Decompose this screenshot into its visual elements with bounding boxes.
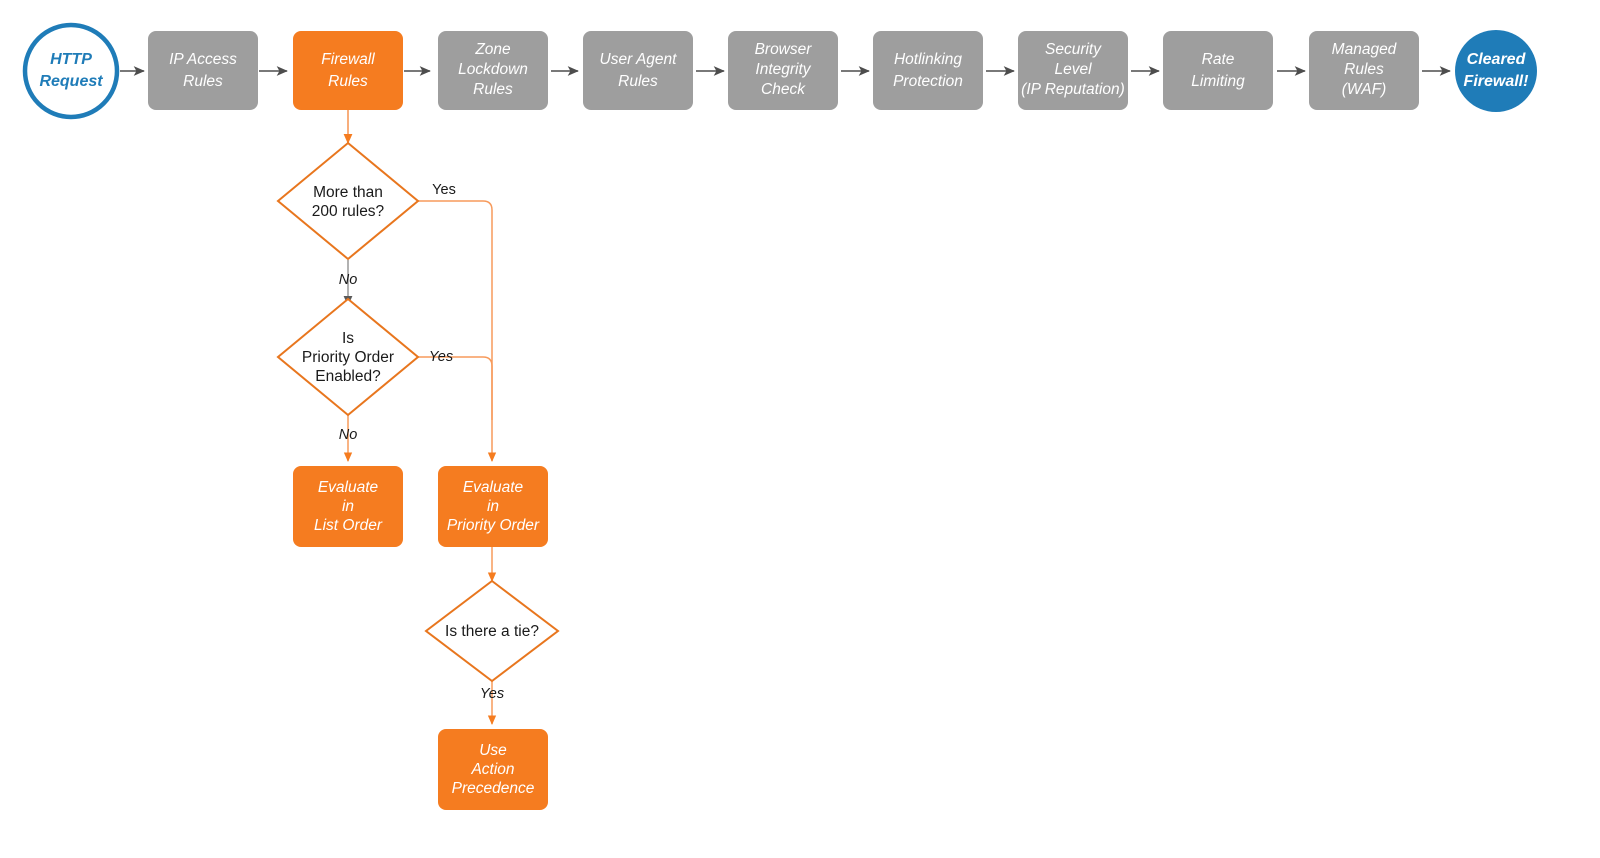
decision-is-there-a-tie[interactable]: Is there a tie? bbox=[424, 579, 560, 683]
is-priority-order-enabled-diamond bbox=[276, 297, 420, 417]
http-request-label-line-2: Request bbox=[39, 73, 103, 90]
cleared-firewall-label-line-1: Cleared bbox=[1467, 51, 1527, 68]
edge-label-yes-priority-order: Yes bbox=[429, 349, 453, 365]
browser-integrity-check-label-line-3: Check bbox=[761, 81, 806, 98]
is-priority-order-enabled-label-line-3: Enabled? bbox=[315, 368, 381, 385]
firewall-rules-label-line-2: Rules bbox=[328, 73, 368, 90]
more-than-200-rules-label-line-2: 200 rules? bbox=[312, 203, 385, 220]
more-than-200-rules-diamond bbox=[276, 141, 420, 261]
user-agent-rules-label-line-1: User Agent bbox=[600, 51, 678, 68]
node-security-level[interactable]: Security Level (IP Reputation) bbox=[1018, 31, 1128, 110]
zone-lockdown-rules-label-line-2: Lockdown bbox=[458, 61, 528, 78]
node-rate-limiting[interactable]: Rate Limiting bbox=[1163, 31, 1273, 110]
zone-lockdown-rules-box bbox=[438, 31, 548, 110]
user-agent-rules-label-line-2: Rules bbox=[618, 73, 658, 90]
use-action-precedence-label-line-2: Action bbox=[470, 761, 514, 778]
managed-rules-waf-label-line-1: Managed bbox=[1332, 41, 1398, 58]
browser-integrity-check-label-line-2: Integrity bbox=[755, 61, 811, 78]
node-http-request[interactable]: HTTP Request bbox=[22, 22, 120, 120]
node-browser-integrity-check[interactable]: Browser Integrity Check bbox=[728, 31, 838, 110]
is-there-a-tie-label: Is there a tie? bbox=[445, 623, 539, 640]
node-firewall-rules[interactable]: Firewall Rules bbox=[293, 31, 403, 110]
connector-200-rules-yes-to-priority-order bbox=[418, 200, 497, 462]
node-ip-access-rules[interactable]: IP Access Rules bbox=[148, 31, 258, 110]
evaluate-in-priority-order-label-line-3: Priority Order bbox=[447, 517, 540, 534]
connector-priority-enabled-yes-to-merge bbox=[418, 356, 493, 420]
cleared-firewall-label-line-2: Firewall! bbox=[1464, 73, 1530, 90]
rate-limiting-label-line-2: Limiting bbox=[1191, 73, 1245, 90]
evaluate-in-list-order-label-line-1: Evaluate bbox=[318, 479, 379, 496]
evaluate-in-priority-order-box bbox=[438, 466, 548, 547]
managed-rules-waf-label-line-3: (WAF) bbox=[1342, 81, 1386, 98]
node-cleared-firewall[interactable]: Cleared Firewall! bbox=[1455, 30, 1537, 112]
ip-access-rules-label-line-1: IP Access bbox=[169, 51, 237, 68]
http-request-circle bbox=[22, 22, 120, 120]
security-level-label-line-3: (IP Reputation) bbox=[1021, 81, 1125, 98]
evaluate-in-list-order-label-line-3: List Order bbox=[314, 517, 383, 534]
ip-access-rules-label-line-2: Rules bbox=[183, 73, 223, 90]
node-managed-rules-waf[interactable]: Managed Rules (WAF) bbox=[1309, 31, 1419, 110]
edge-label-yes-tie: Yes bbox=[480, 686, 504, 702]
ip-access-rules-box bbox=[148, 31, 258, 110]
more-than-200-rules-label-line-1: More than bbox=[313, 184, 383, 201]
rate-limiting-label-line-1: Rate bbox=[1202, 51, 1235, 68]
edge-label-no-priority-order: No bbox=[339, 427, 358, 443]
rate-limiting-box bbox=[1163, 31, 1273, 110]
evaluate-in-priority-order-label-line-2: in bbox=[487, 498, 499, 515]
evaluate-in-list-order-box bbox=[293, 466, 403, 547]
node-zone-lockdown-rules[interactable]: Zone Lockdown Rules bbox=[438, 31, 548, 110]
node-evaluate-in-list-order[interactable]: Evaluate in List Order bbox=[293, 466, 403, 547]
security-level-label-line-1: Security bbox=[1045, 41, 1102, 58]
security-level-box bbox=[1018, 31, 1128, 110]
hotlinking-protection-label-line-2: Protection bbox=[893, 73, 963, 90]
user-agent-rules-box bbox=[583, 31, 693, 110]
is-there-a-tie-diamond bbox=[424, 579, 560, 683]
use-action-precedence-label-line-3: Precedence bbox=[452, 780, 535, 797]
node-user-agent-rules[interactable]: User Agent Rules bbox=[583, 31, 693, 110]
hotlinking-protection-box bbox=[873, 31, 983, 110]
http-request-label-line-1: HTTP bbox=[50, 51, 92, 68]
use-action-precedence-label-line-1: Use bbox=[479, 742, 507, 759]
evaluate-in-list-order-label-line-2: in bbox=[342, 498, 354, 515]
firewall-rules-label-line-1: Firewall bbox=[321, 51, 375, 68]
firewall-rules-box bbox=[293, 31, 403, 110]
edge-label-yes-200-rules: Yes bbox=[432, 182, 456, 198]
zone-lockdown-rules-label-line-1: Zone bbox=[474, 41, 511, 58]
use-action-precedence-box bbox=[438, 729, 548, 810]
browser-integrity-check-box bbox=[728, 31, 838, 110]
decision-is-priority-order-enabled[interactable]: Is Priority Order Enabled? bbox=[276, 297, 420, 417]
edge-label-no-200-rules: No bbox=[339, 272, 358, 288]
is-priority-order-enabled-label-line-1: Is bbox=[342, 330, 354, 347]
managed-rules-waf-label-line-2: Rules bbox=[1344, 61, 1384, 78]
managed-rules-waf-box bbox=[1309, 31, 1419, 110]
decision-more-than-200-rules[interactable]: More than 200 rules? bbox=[276, 141, 420, 261]
is-priority-order-enabled-label-line-2: Priority Order bbox=[302, 349, 394, 366]
node-use-action-precedence[interactable]: Use Action Precedence bbox=[438, 729, 548, 810]
evaluate-in-priority-order-label-line-1: Evaluate bbox=[463, 479, 524, 496]
zone-lockdown-rules-label-line-3: Rules bbox=[473, 81, 513, 98]
hotlinking-protection-label-line-1: Hotlinking bbox=[894, 51, 962, 68]
browser-integrity-check-label-line-1: Browser bbox=[755, 41, 813, 58]
cleared-firewall-circle bbox=[1455, 30, 1537, 112]
node-hotlinking-protection[interactable]: Hotlinking Protection bbox=[873, 31, 983, 110]
node-evaluate-in-priority-order[interactable]: Evaluate in Priority Order bbox=[438, 466, 548, 547]
security-level-label-line-2: Level bbox=[1054, 61, 1092, 78]
